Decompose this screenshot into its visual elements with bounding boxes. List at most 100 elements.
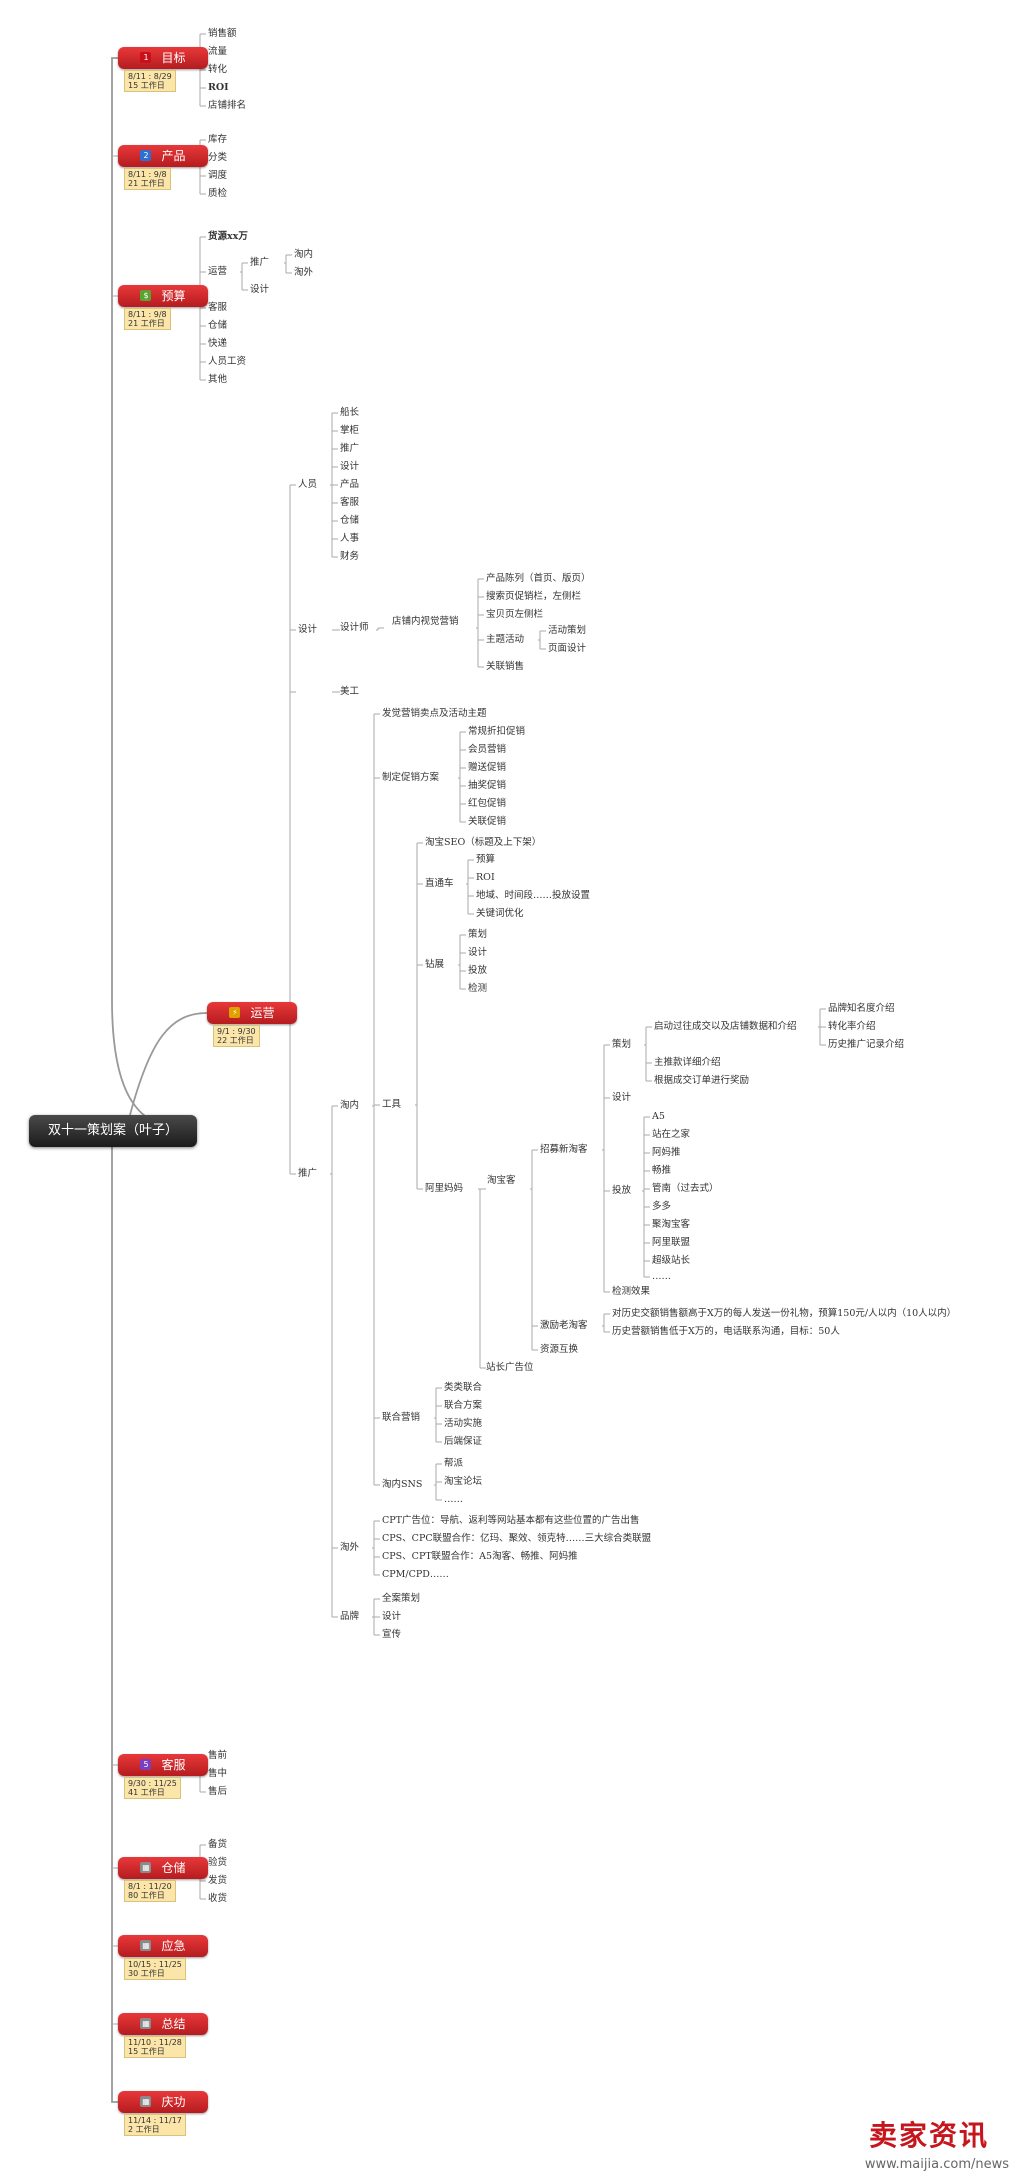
topic-text: 推广	[340, 443, 360, 454]
branch-label: 运营	[250, 1006, 275, 1020]
branch-node-0[interactable]: 1 目标	[118, 47, 208, 69]
topic-text: 快递	[208, 338, 228, 349]
topic-text: 历史推广记录介绍	[828, 1039, 905, 1050]
topic-text: 关联销售	[486, 661, 525, 672]
date-badge: 8/11 : 9/8 21 工作日	[124, 308, 171, 330]
topic-text: 投放	[612, 1185, 632, 1196]
topic-text: 售后	[208, 1786, 228, 1797]
connector-curve	[111, 57, 197, 1132]
topic-text: 收货	[208, 1893, 228, 1904]
topic-text: 售中	[208, 1768, 228, 1779]
topic-text: 淘外	[294, 267, 314, 278]
topic-text: 流量	[208, 46, 228, 57]
topic-text: 客服	[208, 302, 228, 313]
branch-node-4[interactable]: 5 客服	[118, 1754, 208, 1776]
topic-text: 会员营销	[468, 744, 507, 755]
topic-text: 常规折扣促销	[468, 726, 526, 737]
topic-text: 关联促销	[468, 816, 507, 827]
topic-text: 招募新淘客	[540, 1144, 588, 1155]
topic-text: 客服	[340, 497, 360, 508]
branch-label: 产品	[161, 149, 186, 163]
topic-text: 美工	[340, 686, 360, 697]
topic-text: 调度	[208, 170, 228, 181]
topic-text: 预算	[476, 854, 496, 865]
connector-curve	[129, 1012, 208, 1116]
topic-text: 钻展	[425, 959, 445, 970]
topic-text: 其他	[208, 374, 228, 385]
topic-text: 页面设计	[548, 643, 587, 654]
branch-label: 仓储	[161, 1861, 186, 1875]
branch-label: 目标	[161, 51, 186, 65]
branch-node-3[interactable]: ⚡ 运营	[207, 1002, 297, 1024]
branch-node-6[interactable]: ▦应急	[118, 1935, 208, 1957]
topic-text: 直通车	[425, 878, 454, 889]
branch-node-5[interactable]: ▦仓储	[118, 1857, 208, 1879]
topic-text: 活动实施	[444, 1418, 483, 1429]
topic-text: 设计	[612, 1092, 632, 1103]
root-node[interactable]: 双十一策划案（叶子）	[29, 1115, 197, 1147]
topic-text: 聚淘宝客	[652, 1219, 691, 1230]
topic-text: CPS、CPC联盟合作：亿玛、聚效、领克特……三大综合类联盟	[382, 1533, 652, 1544]
topic-text: 掌柜	[340, 425, 360, 436]
topic-text: 宝贝页左侧栏	[486, 609, 544, 620]
topic-text: CPM/CPD……	[382, 1569, 449, 1580]
topic-text: 人员工资	[208, 356, 247, 367]
branch-node-7[interactable]: ▦总结	[118, 2013, 208, 2035]
branch-node-2[interactable]: $预算	[118, 285, 208, 307]
topic-text: 设计	[298, 624, 318, 635]
topic-text: 地域、时间段……投放设置	[476, 890, 591, 901]
topic-text: 帮派	[444, 1458, 464, 1469]
branch-node-8[interactable]: ▦ 庆功	[118, 2091, 208, 2113]
topic-text: 设计	[250, 284, 270, 295]
topic-text: ROI	[476, 872, 495, 883]
topic-text: 检测	[468, 983, 488, 994]
branch-icon: ▦	[140, 2096, 152, 2107]
topic-text: 分类	[208, 152, 228, 163]
topic-text: 策划	[468, 929, 488, 940]
branch-icon: ▦	[140, 2018, 152, 2029]
topic-text: 阿妈推	[652, 1147, 681, 1158]
topic-text: 策划	[612, 1039, 632, 1050]
topic-text: 设计	[382, 1611, 402, 1622]
topic-text: 阿里联盟	[652, 1237, 691, 1248]
topic-text: 工具	[382, 1099, 402, 1110]
topic-text: 启动过往成交以及店铺数据和介绍	[654, 1021, 797, 1032]
branch-icon: 1	[140, 52, 152, 63]
topic-text: 仓储	[208, 320, 228, 331]
date-badge: 11/14 : 11/17 2 工作日	[124, 2114, 186, 2136]
branch-label: 庆功	[161, 2095, 186, 2109]
topic-text: 转化	[208, 64, 228, 75]
topic-text: 主题活动	[486, 634, 525, 645]
topic-text: 对历史交额销售额高于X万的每人发送一份礼物，预算150元/人以内（10人以内）	[612, 1308, 957, 1319]
topic-text: 淘内	[294, 249, 314, 260]
branch-label: 应急	[161, 1939, 186, 1953]
topic-text: 转化率介绍	[828, 1021, 876, 1032]
topic-text: 推广	[250, 257, 270, 268]
topic-text: 搜索页促销栏，左侧栏	[486, 591, 582, 602]
topic-text: CPS、CPT联盟合作：A5淘客、畅推、阿妈推	[382, 1551, 578, 1562]
date-badge: 9/1 : 9/30 22 工作日	[213, 1025, 260, 1047]
topic-text: 货源xx万	[208, 231, 248, 242]
date-badge: 8/1 : 11/20 80 工作日	[124, 1880, 176, 1902]
branch-icon: ⚡	[229, 1007, 241, 1018]
topic-text: 品牌	[340, 1611, 360, 1622]
topic-text: 检测效果	[612, 1286, 651, 1297]
branch-label: 客服	[161, 1758, 186, 1772]
topic-text: 抽奖促销	[468, 780, 507, 791]
date-badge: 8/11 : 8/29 15 工作日	[124, 70, 176, 92]
branch-icon: 5	[140, 1759, 152, 1770]
topic-text: 阿里妈妈	[425, 1183, 464, 1194]
topic-text: 淘内SNS	[382, 1479, 423, 1490]
topic-text: 联合方案	[444, 1400, 483, 1411]
topic-text: 激励老淘客	[540, 1320, 588, 1331]
branch-icon: $	[140, 290, 152, 301]
topic-text: 产品	[340, 479, 360, 490]
topic-text: 店铺内视觉营销	[392, 616, 459, 627]
date-badge: 8/11 : 9/8 21 工作日	[124, 168, 171, 190]
topic-text: 淘外	[340, 1542, 360, 1553]
topic-text: 人事	[340, 533, 360, 544]
topic-text: 产品陈列（首页、版页）	[486, 573, 591, 584]
topic-text: 多多	[652, 1201, 672, 1212]
